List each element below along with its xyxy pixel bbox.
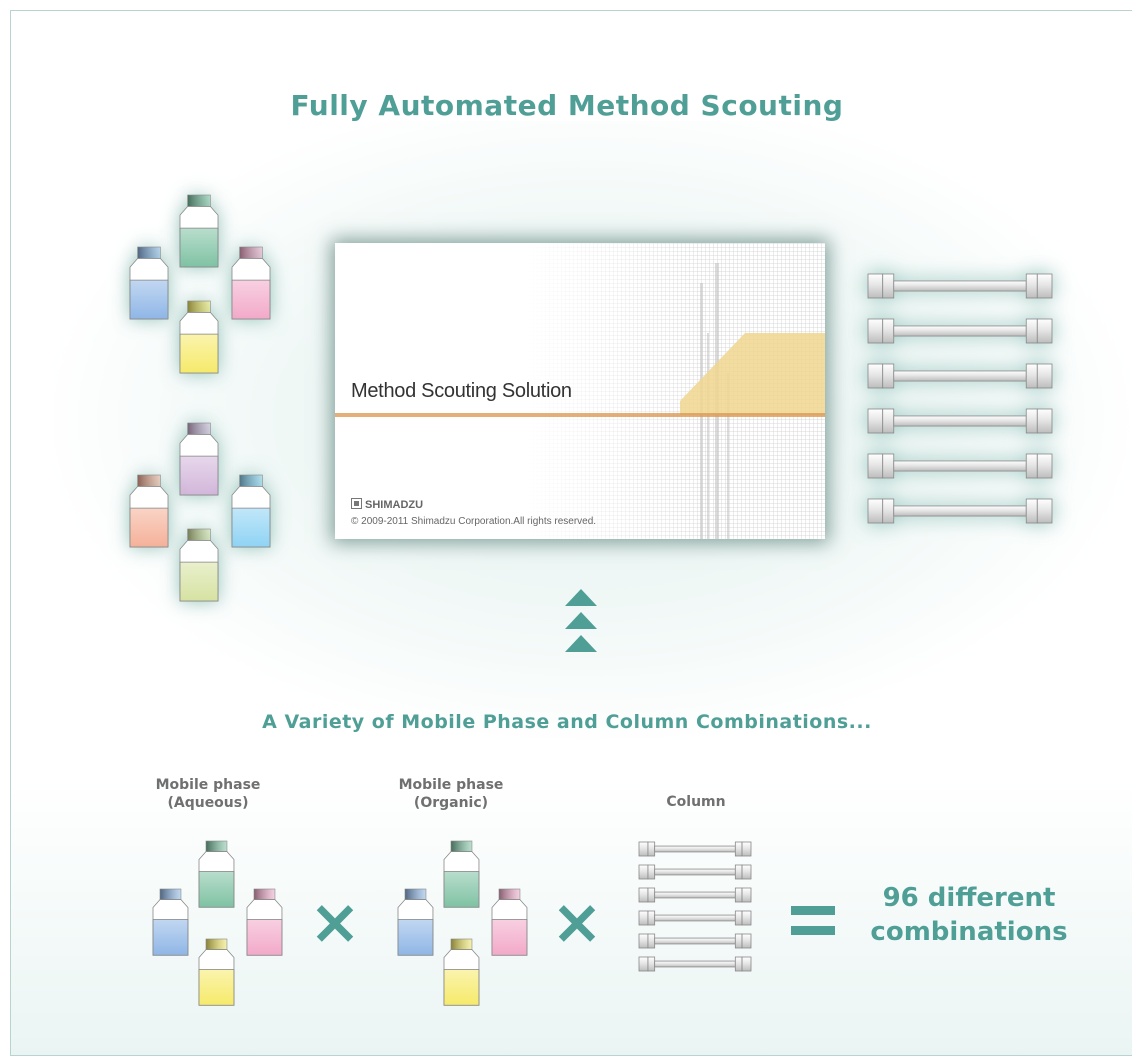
column-icon — [867, 453, 1053, 479]
label-organic: Mobile phase (Organic) — [366, 776, 536, 812]
bottom-band — [11, 781, 1132, 1055]
bottle-icon — [179, 422, 219, 496]
label-column-text: Column — [666, 794, 726, 810]
column-icon — [867, 318, 1053, 344]
splash-copyright: © 2009-2011 Shimadzu Corporation.All rig… — [351, 516, 597, 527]
result-line1: 96 different — [882, 883, 1056, 913]
label-organic-line2: (Organic) — [413, 795, 489, 811]
up-arrow-icon — [565, 635, 597, 652]
bottle-icon — [129, 474, 169, 548]
bottle-icon — [397, 888, 434, 956]
up-arrow-icon — [565, 612, 597, 629]
splash-brand-text: SHIMADZU — [365, 499, 424, 511]
up-arrow-stack — [565, 589, 597, 652]
bottle-icon — [443, 840, 480, 908]
splash-brand: SHIMADZU — [351, 498, 423, 511]
label-aqueous-line2: (Aqueous) — [167, 795, 249, 811]
column-icon — [638, 841, 752, 857]
column-icon — [638, 910, 752, 926]
label-organic-line1: Mobile phase — [398, 777, 504, 793]
bottle-icon — [443, 938, 480, 1006]
column-icon — [867, 363, 1053, 389]
column-icon — [867, 273, 1053, 299]
diagram-title: Fully Automated Method Scouting — [290, 89, 844, 122]
bottle-icon — [246, 888, 283, 956]
bottle-icon — [152, 888, 189, 956]
bottle-icon — [179, 194, 219, 268]
diagram-subtitle: A Variety of Mobile Phase and Column Com… — [262, 711, 872, 733]
times-icon: × — [309, 885, 361, 958]
column-icon — [867, 408, 1053, 434]
software-splash-screen: Method Scouting Solution SHIMADZU © 2009… — [335, 243, 825, 539]
bottle-icon — [179, 300, 219, 374]
bottle-icon — [179, 528, 219, 602]
bottle-icon — [198, 938, 235, 1006]
label-aqueous: Mobile phase (Aqueous) — [123, 776, 293, 812]
label-aqueous-line1: Mobile phase — [155, 777, 261, 793]
splash-chromatogram-graphic — [335, 263, 825, 539]
diagram-frame: Fully Automated Method Scouting Method S… — [10, 10, 1132, 1056]
bottle-icon — [231, 246, 271, 320]
bottle-icon — [491, 888, 528, 956]
result-line2: combinations — [870, 917, 1068, 947]
bottle-icon — [198, 840, 235, 908]
result-text: 96 different combinations — [849, 881, 1089, 949]
column-icon — [638, 864, 752, 880]
shimadzu-logo-icon — [351, 498, 362, 509]
column-icon — [638, 933, 752, 949]
label-column: Column — [611, 793, 781, 811]
bottle-icon — [231, 474, 271, 548]
up-arrow-icon — [565, 589, 597, 606]
bottle-icon — [129, 246, 169, 320]
times-icon: × — [551, 885, 603, 958]
column-icon — [638, 956, 752, 972]
splash-product-name: Method Scouting Solution — [351, 380, 572, 402]
column-icon — [638, 887, 752, 903]
column-icon — [867, 498, 1053, 524]
equals-icon — [791, 906, 835, 936]
